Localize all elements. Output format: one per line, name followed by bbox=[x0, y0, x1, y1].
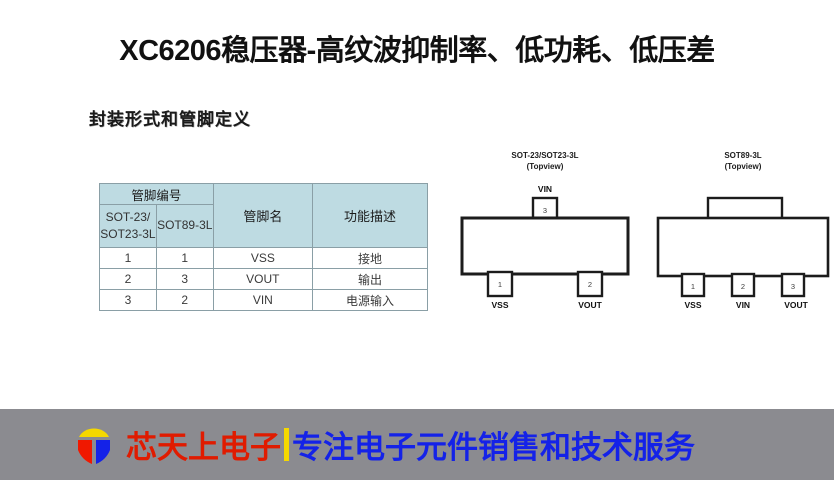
cell-function: 电源输入 bbox=[312, 289, 428, 311]
sot89-lead-2-number: 2 bbox=[741, 282, 745, 291]
sot89-lead-3-shape bbox=[780, 272, 806, 298]
cell-function: 输出 bbox=[312, 268, 428, 290]
sot23-pin-1-label: VSS bbox=[491, 300, 508, 310]
brand-slogan: 专注电子元件销售和技术服务 bbox=[292, 430, 695, 465]
cell-pin-name: VOUT bbox=[212, 268, 314, 290]
table-header-sot23-line2: SOT23-3L bbox=[100, 227, 156, 241]
table-header-pin-name: 管脚名 bbox=[212, 183, 314, 248]
table-header: 管脚编号 管脚名 功能描述 SOT-23/ SOT23-3L SOT89-3L bbox=[99, 183, 428, 248]
table-row: 3 2 VIN 电源输入 bbox=[99, 289, 428, 311]
pin-definition-table: 管脚编号 管脚名 功能描述 SOT-23/ SOT23-3L SOT89-3L … bbox=[99, 183, 428, 311]
sot89-body-shape bbox=[656, 216, 830, 278]
sot89-lead-1-number: 1 bbox=[691, 282, 695, 291]
cell-sot89-number: 3 bbox=[155, 268, 214, 290]
table-header-pin-number-group: 管脚编号 bbox=[99, 183, 214, 205]
cell-sot23-number: 2 bbox=[99, 268, 157, 290]
package-title-line2: (Topview) bbox=[724, 162, 762, 172]
sot89-lead-2-shape bbox=[730, 272, 756, 298]
package-diagram-sot23-drawing: VIN 3 1 2 VSS VOUT bbox=[450, 180, 640, 315]
sot89-pin-3-label: VOUT bbox=[784, 300, 808, 310]
sot89-svg: 1 2 3 VSS VIN VOUT bbox=[656, 196, 830, 310]
package-diagram-sot89-title: SOT89-3L (Topview) bbox=[648, 150, 834, 172]
cell-sot89-number: 1 bbox=[155, 247, 214, 269]
sot23-body-shape bbox=[460, 216, 630, 276]
sot23-lead-2-number: 2 bbox=[588, 280, 592, 289]
table-header-row-group: 管脚编号 管脚名 功能描述 bbox=[99, 183, 428, 248]
sot23-lead-1-number: 1 bbox=[498, 280, 502, 289]
package-diagram-sot23: SOT-23/SOT23-3L (Topview) VIN 3 1 2 VSS … bbox=[450, 150, 640, 315]
table-header-function-description: 功能描述 bbox=[312, 183, 428, 248]
sot89-lead-1-shape bbox=[680, 272, 706, 298]
sot23-pin-2-label: VOUT bbox=[578, 300, 602, 310]
package-diagram-sot23-title: SOT-23/SOT23-3L (Topview) bbox=[450, 150, 640, 172]
table-header-sot23: SOT-23/ SOT23-3L bbox=[99, 204, 157, 248]
logo-left-shape bbox=[78, 439, 92, 464]
sot23-svg: VIN 3 1 2 VSS VOUT bbox=[460, 184, 630, 310]
table-row: 2 3 VOUT 输出 bbox=[99, 268, 428, 290]
cell-sot23-number: 3 bbox=[99, 289, 157, 311]
table-row: 1 1 VSS 接地 bbox=[99, 247, 428, 269]
package-title-line1: SOT89-3L bbox=[724, 151, 762, 160]
sot23-lead-1-shape bbox=[486, 270, 514, 298]
package-title-line1: SOT-23/SOT23-3L bbox=[511, 151, 579, 160]
cell-sot89-number: 2 bbox=[155, 289, 214, 311]
sot89-pin-2-label: VIN bbox=[736, 300, 750, 310]
table-body: 1 1 VSS 接地 2 3 VOUT 输出 3 2 VIN 电源输入 bbox=[99, 247, 428, 311]
footer-content: 芯天上电子 专注电子元件销售和技术服务 bbox=[72, 422, 695, 467]
sot89-pin-1-label: VSS bbox=[684, 300, 701, 310]
sot23-lead-2-shape bbox=[576, 270, 604, 298]
brand-name: 芯天上电子 bbox=[126, 430, 281, 465]
table-header-sot89: SOT89-3L bbox=[155, 204, 214, 248]
cell-function: 接地 bbox=[312, 247, 428, 269]
package-title-line2: (Topview) bbox=[526, 162, 564, 172]
section-heading-package-and-pins: 封装形式和管脚定义 bbox=[89, 110, 251, 129]
package-diagram-sot89-drawing: 1 2 3 VSS VIN VOUT bbox=[648, 180, 834, 315]
sot23-top-pin-label: VIN bbox=[538, 184, 552, 194]
sot89-lead-3-number: 3 bbox=[791, 282, 795, 291]
package-diagram-sot89: SOT89-3L (Topview) 1 2 3 VSS VIN VOUT bbox=[648, 150, 834, 315]
cell-pin-name: VIN bbox=[212, 289, 314, 311]
logo-arc-shape bbox=[79, 428, 109, 437]
table-header-row-sub: SOT-23/ SOT23-3L SOT89-3L bbox=[99, 204, 428, 248]
sot89-heat-tab-shape bbox=[706, 196, 784, 222]
cell-sot23-number: 1 bbox=[99, 247, 157, 269]
sot23-lead-3-number: 3 bbox=[543, 206, 547, 215]
logo-right-shape bbox=[96, 439, 110, 464]
brand-logo-icon bbox=[78, 428, 110, 464]
brand-divider bbox=[284, 428, 289, 461]
table-header-sot23-line1: SOT-23/ bbox=[105, 209, 151, 224]
page-title: XC6206稳压器-高纹波抑制率、低功耗、低压差 bbox=[119, 35, 715, 67]
cell-pin-name: VSS bbox=[212, 247, 314, 269]
footer-bar: 芯天上电子 专注电子元件销售和技术服务 bbox=[0, 409, 834, 480]
